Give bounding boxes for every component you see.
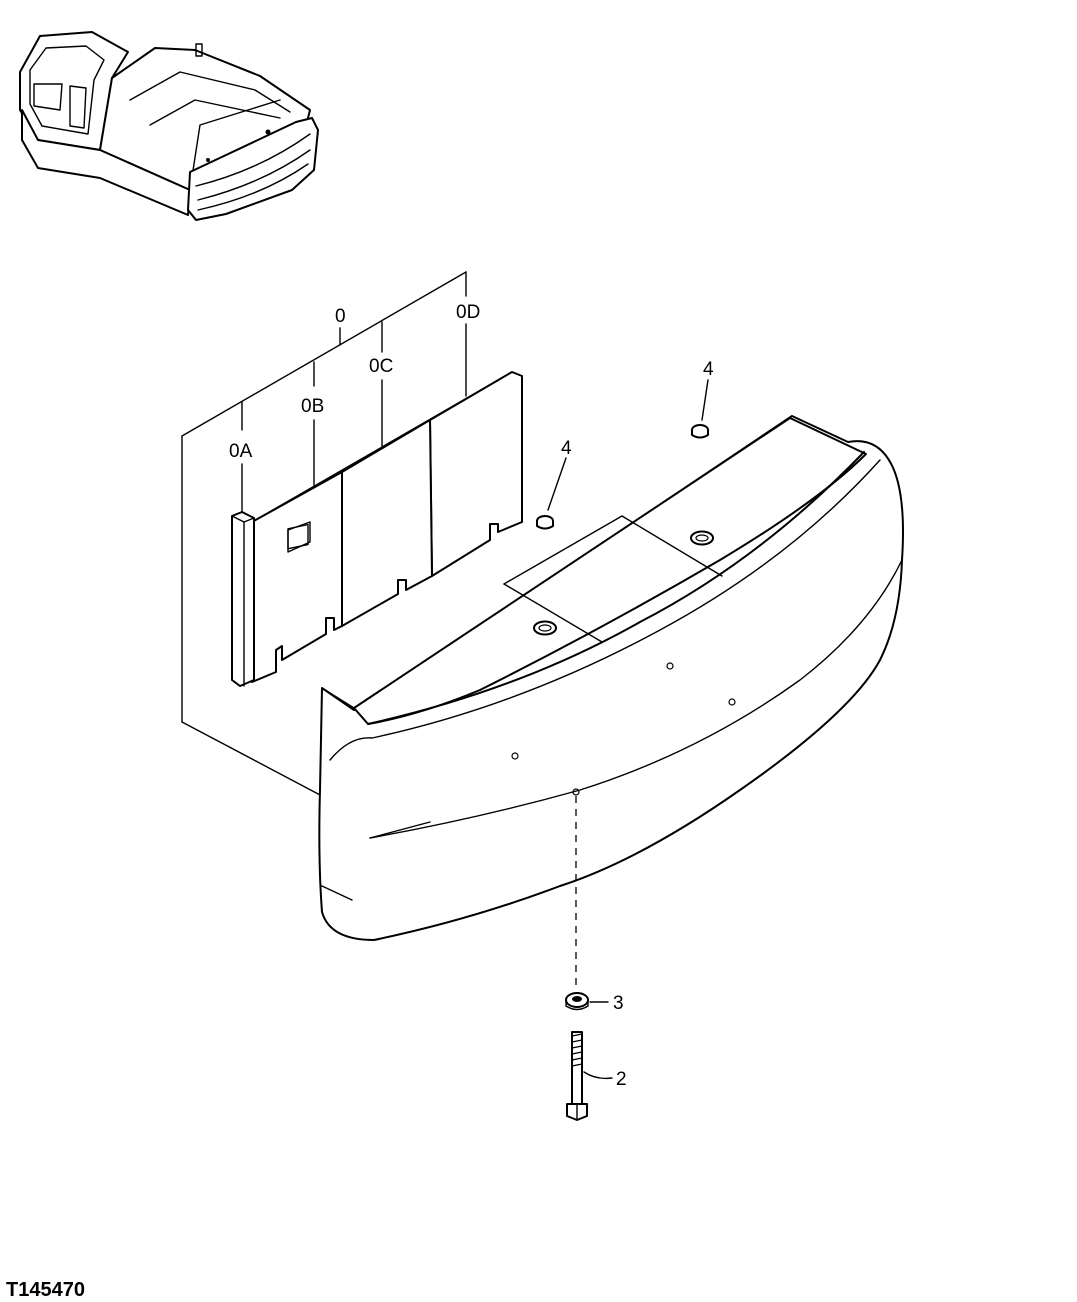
callout-0b: 0B xyxy=(301,396,324,417)
callout-0d: 0D xyxy=(456,302,480,323)
figure-id: T145470 xyxy=(6,1279,85,1301)
callout-0c: 0C xyxy=(369,356,393,377)
bolt-icon xyxy=(566,1031,588,1121)
callout-4-right: 4 xyxy=(703,359,714,380)
mount-hole-left xyxy=(533,620,557,636)
plug-icon xyxy=(536,424,709,530)
weight-plate-stack-icon xyxy=(231,371,523,687)
callout-leader-tree xyxy=(181,271,467,797)
callout-2: 2 xyxy=(616,1069,627,1090)
callout-0a: 0A xyxy=(229,441,253,462)
counterweight-icon xyxy=(318,415,904,941)
callout-4-left: 4 xyxy=(561,438,572,459)
excavator-overview-icon xyxy=(19,31,319,221)
mount-hole-right xyxy=(690,530,714,546)
washer-icon xyxy=(565,992,589,1011)
callout-0: 0 xyxy=(335,306,346,327)
callout-3: 3 xyxy=(613,993,624,1014)
